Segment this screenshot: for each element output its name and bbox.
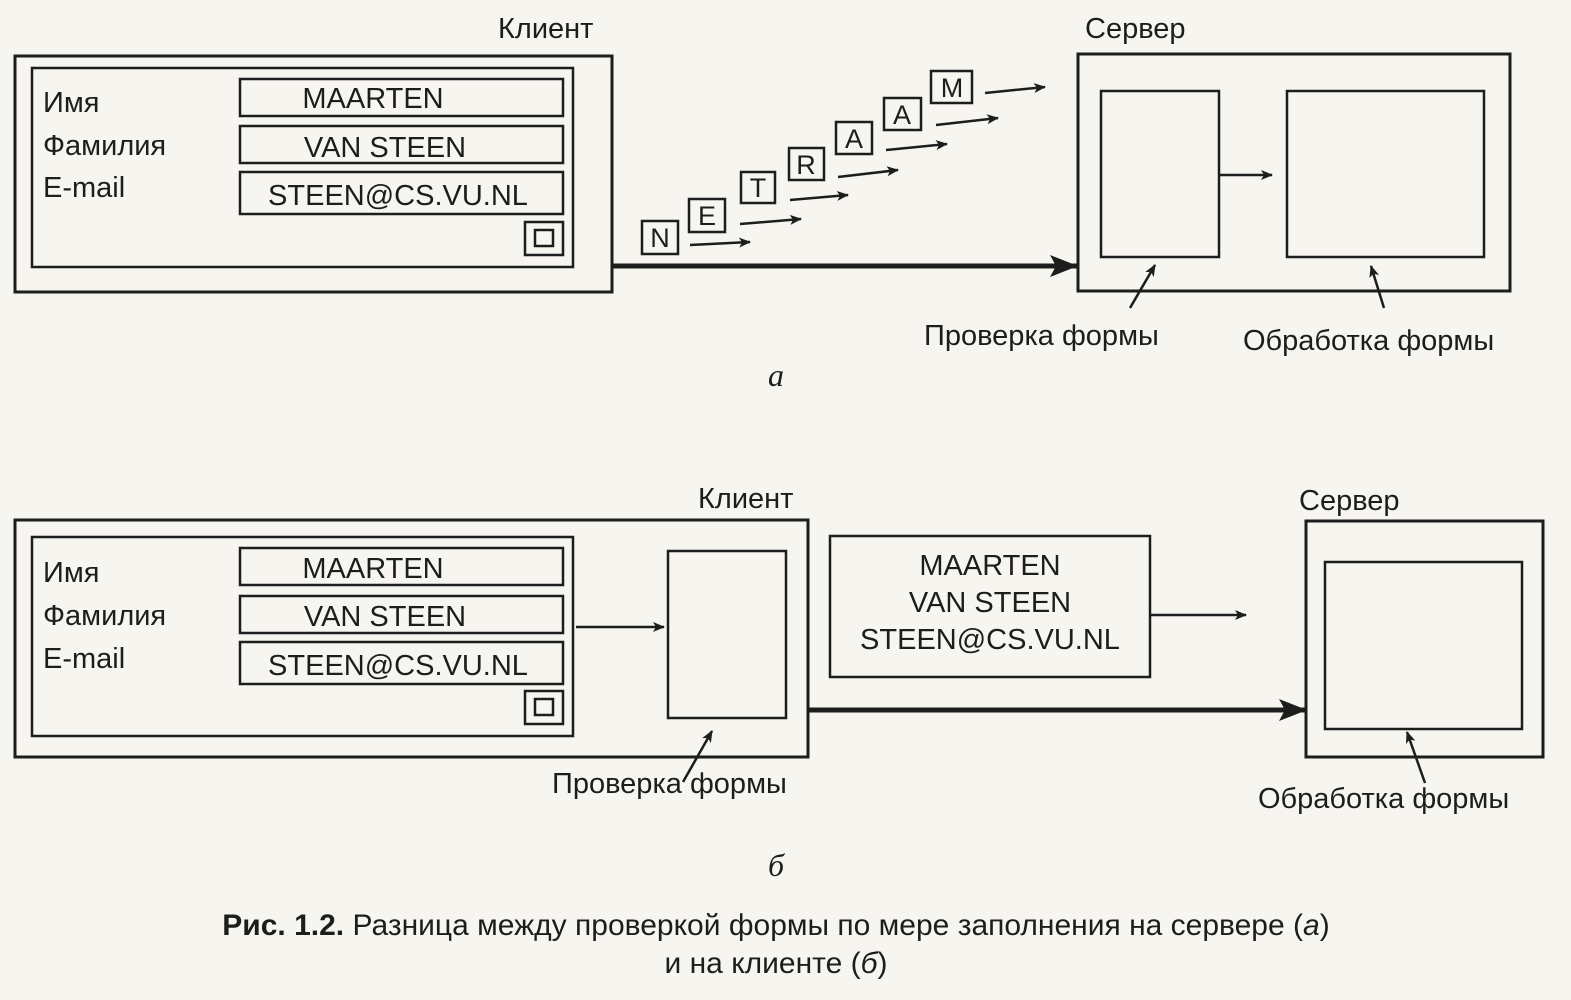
- form-label-surname-b: Фамилия: [43, 600, 166, 632]
- sublabel-a: а: [768, 357, 784, 393]
- client-label-a: Клиент: [498, 13, 593, 45]
- caption-text-1: Разница между проверкой формы по мере за…: [344, 909, 1303, 942]
- letter-arrow: [984, 83, 1046, 95]
- figure-caption: Рис. 1.2. Разница между проверкой формы …: [222, 909, 1329, 980]
- process-label-a: Обработка формы: [1243, 325, 1494, 357]
- letter: N: [650, 223, 670, 253]
- letter-arrow: [885, 140, 948, 152]
- panel-b: Клиент Сервер Имя Фамилия E-mail MAARTEN…: [13, 483, 1545, 883]
- caption-italic-a: а: [1303, 909, 1320, 942]
- letter-box: [929, 69, 974, 105]
- field-surname-value-a: VAN STEEN: [304, 132, 466, 164]
- letter-stream: N E T R A A M: [640, 69, 1046, 256]
- field-name-b[interactable]: [238, 546, 565, 587]
- form-label-email-a: E-mail: [43, 172, 125, 204]
- form-label-name-b: Имя: [43, 557, 100, 589]
- letter-box: [787, 146, 826, 182]
- field-email-value-b: STEEN@CS.VU.NL: [268, 650, 528, 682]
- caption-figure-number: Рис. 1.2.: [222, 909, 344, 942]
- message-line: STEEN@CS.VU.NL: [860, 624, 1120, 656]
- caption-close-1: ): [1320, 909, 1330, 942]
- form-label-email-b: E-mail: [43, 643, 125, 675]
- caption-text-2: и на клиенте (: [665, 947, 861, 980]
- letter-arrow: [837, 166, 899, 179]
- client-form-b: [30, 535, 575, 738]
- field-name-a[interactable]: [238, 77, 565, 118]
- field-surname-value-b: VAN STEEN: [304, 601, 466, 633]
- caption-close-2: ): [877, 947, 887, 980]
- letter-box: [834, 120, 874, 156]
- server-process-box-a: [1285, 89, 1486, 259]
- client-check-box-b: [666, 549, 788, 720]
- letter-arrow: [935, 114, 999, 127]
- check-label-a: Проверка формы: [924, 320, 1159, 352]
- client-window-a: [13, 54, 614, 294]
- submit-button-b[interactable]: [523, 689, 565, 726]
- letter-box: [882, 96, 923, 132]
- letter-arrow: [689, 237, 751, 248]
- check-label-b: Проверка формы: [552, 768, 787, 800]
- message-line: VAN STEEN: [909, 587, 1071, 619]
- client-form-a: [30, 66, 575, 269]
- submit-button-icon-b: [533, 697, 555, 717]
- letter: R: [796, 150, 816, 180]
- caption-line-1: Рис. 1.2. Разница между проверкой формы …: [222, 909, 1329, 942]
- caption-italic-b: б: [861, 947, 879, 980]
- field-email-value-a: STEEN@CS.VU.NL: [268, 180, 528, 212]
- letter: T: [750, 173, 767, 203]
- server-window-b: [1304, 519, 1545, 759]
- letter-box: [739, 170, 777, 205]
- message-line: MAARTEN: [919, 550, 1060, 582]
- letter: M: [941, 73, 964, 103]
- field-email-b[interactable]: [238, 640, 565, 686]
- server-label-b: Сервер: [1299, 485, 1400, 517]
- check-pointer-a: [1128, 264, 1157, 309]
- form-label-name-a: Имя: [43, 87, 100, 119]
- letter: A: [893, 100, 911, 130]
- process-pointer-a: [1369, 265, 1386, 309]
- submit-button-a[interactable]: [523, 220, 565, 257]
- letter: E: [698, 201, 716, 231]
- letter-box: [640, 219, 680, 256]
- letter-arrow: [739, 214, 802, 226]
- sublabel-b: б: [768, 847, 785, 883]
- field-surname-b[interactable]: [238, 594, 565, 635]
- server-check-box-a: [1099, 89, 1221, 259]
- field-name-value-a: MAARTEN: [302, 83, 443, 115]
- server-process-box-b: [1323, 560, 1524, 731]
- server-window-a: [1076, 52, 1512, 293]
- form-label-surname-a: Фамилия: [43, 130, 166, 162]
- caption-line-2: и на клиенте (б): [665, 947, 888, 980]
- letter: A: [845, 124, 863, 154]
- client-window-b: [13, 518, 810, 759]
- server-label-a: Сервер: [1085, 13, 1186, 45]
- panel-a: Клиент Сервер Имя Фамилия E-mail MAARTEN…: [13, 13, 1512, 393]
- letter-arrow: [789, 190, 849, 202]
- message-box-b: [828, 534, 1152, 679]
- field-email-a[interactable]: [238, 170, 565, 216]
- field-surname-a[interactable]: [238, 124, 565, 165]
- check-pointer-b: [681, 730, 714, 783]
- client-label-b: Клиент: [698, 483, 793, 515]
- letter-box: [687, 197, 727, 234]
- submit-button-icon-a: [533, 228, 555, 248]
- process-label-b: Обработка формы: [1258, 783, 1509, 815]
- process-pointer-b: [1405, 731, 1427, 784]
- field-name-value-b: MAARTEN: [302, 553, 443, 585]
